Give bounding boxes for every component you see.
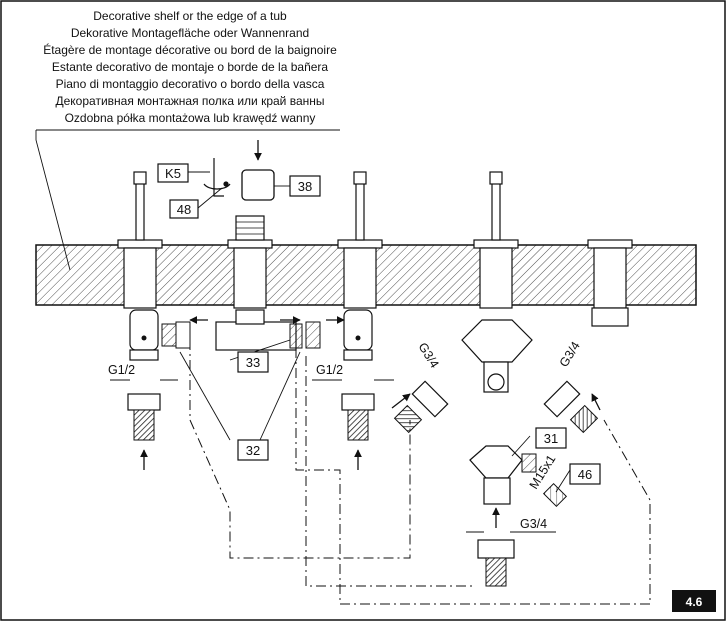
- figure-number-badge: 4.6: [672, 590, 716, 612]
- label-38: 38: [298, 179, 312, 194]
- hose-diverter-right: [543, 380, 599, 434]
- label-48: 48: [177, 202, 191, 217]
- thread-label-g34-right: G3/4: [557, 339, 583, 369]
- label-31: 31: [544, 431, 558, 446]
- caption-line-it: Piano di montaggio decorativo o bordo de…: [56, 77, 325, 91]
- callout-31: 31: [535, 427, 567, 449]
- callout-leaders: [110, 171, 571, 533]
- diverter-body: [473, 171, 519, 309]
- caption-line-pl: Ozdobna półka montażowa lub krawędź wann…: [65, 111, 316, 125]
- valve-body-center: [337, 171, 383, 309]
- hose-center: [341, 393, 375, 441]
- hose-bottom: [477, 539, 515, 587]
- thread-label-g34-bottom: G3/4: [520, 517, 547, 531]
- allen-key-icon: [203, 158, 231, 197]
- hose-routing-lines: [189, 340, 651, 605]
- direction-arrows: [140, 140, 601, 528]
- label-k5: K5: [165, 166, 181, 181]
- caption-line-en: Decorative shelf or the edge of a tub: [93, 9, 287, 23]
- callout-32: 32: [237, 439, 269, 461]
- cap-part: [241, 169, 275, 201]
- caption-leader: [35, 130, 71, 271]
- label-32: 32: [246, 443, 260, 458]
- callout-k5: K5: [157, 163, 189, 183]
- label-46: 46: [578, 467, 592, 482]
- valve-body-left: [117, 171, 163, 309]
- callout-48: 48: [169, 199, 199, 219]
- callout-46: 46: [569, 463, 601, 485]
- valve-outlet-center: [343, 309, 373, 361]
- thread-label-g34-left: G3/4: [415, 340, 441, 370]
- caption-line-es: Estante decorativo de montaje o borde de…: [52, 60, 329, 74]
- callout-38: 38: [289, 175, 321, 197]
- label-33: 33: [246, 355, 260, 370]
- spout-body: [227, 215, 273, 309]
- caption-line-fr: Étagère de montage décorative ou bord de…: [43, 42, 337, 57]
- figure-number: 4.6: [686, 595, 703, 609]
- diverter-outlet: [461, 319, 533, 393]
- handshower-holder-body: [587, 239, 633, 327]
- valve-outlet-left: [129, 309, 191, 361]
- caption: Decorative shelf or the edge of a tub De…: [43, 9, 337, 125]
- caption-line-de: Dekorative Montagefläche oder Wannenrand: [71, 26, 309, 40]
- thread-label-g12-right: G1/2: [316, 363, 343, 377]
- handshower-connector: [469, 445, 568, 508]
- t-connector: [215, 309, 321, 351]
- hose-diverter-left: [393, 380, 449, 434]
- hose-left: [127, 393, 161, 441]
- callout-33: 33: [237, 351, 269, 373]
- caption-line-ru: Декоративная монтажная полка или край ва…: [56, 94, 325, 108]
- thread-label-g12-left: G1/2: [108, 363, 135, 377]
